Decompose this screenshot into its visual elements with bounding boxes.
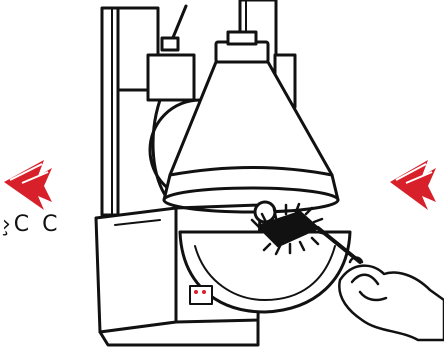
antenna-icon: [162, 6, 186, 50]
left-arrow-icon: [4, 160, 52, 210]
hand-icon: [339, 258, 444, 341]
callout-label: ›̧C C: [2, 210, 92, 240]
control-panel-icon: [190, 286, 212, 304]
right-arrow-icon: [390, 160, 436, 210]
